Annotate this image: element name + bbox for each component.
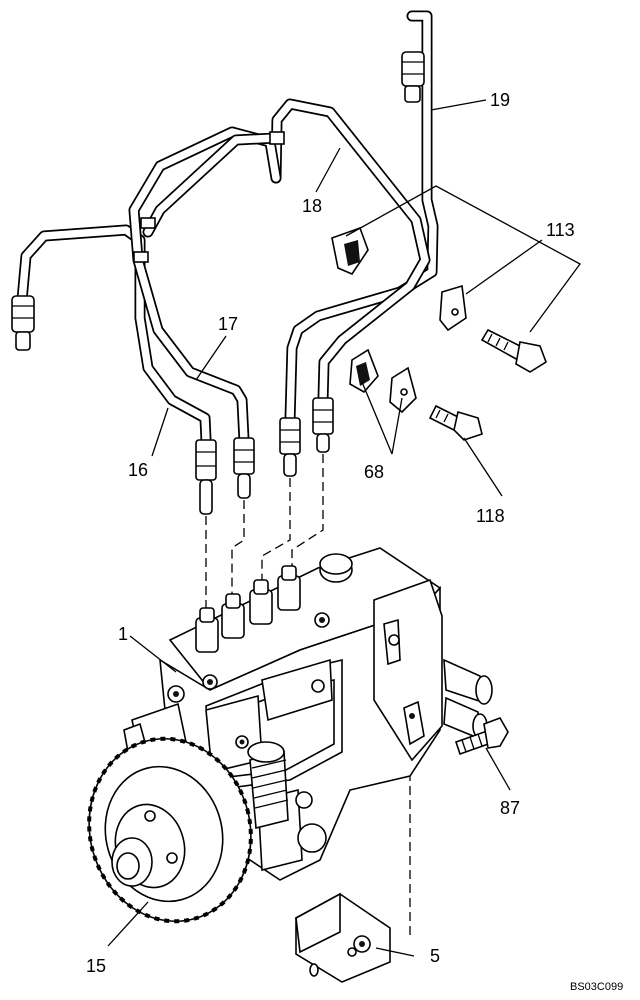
priming-pump: [247, 741, 289, 830]
callout-15: 15: [86, 956, 106, 976]
callout-5: 5: [430, 946, 440, 966]
callout-118: 118: [476, 506, 505, 526]
line-end-nipple: [404, 85, 421, 103]
clamp-113-assembly: [331, 226, 547, 373]
callout-labels: 19 18 113 17 16 68 118 1 87 15 5 BS03C09…: [86, 90, 623, 993]
clamp-bolt: [480, 328, 547, 373]
clamp-68-assembly: [349, 348, 483, 441]
lower-line-end-nuts: [195, 397, 334, 515]
line-end-nut: [401, 51, 425, 87]
pipe-clamp: [133, 251, 149, 263]
pipe-clamp: [140, 217, 156, 229]
injection-line-16: [16, 224, 212, 446]
callout-87: 87: [500, 798, 520, 818]
callout-19: 19: [490, 90, 510, 110]
clamp-bolt-118: [428, 404, 483, 441]
injection-line-bundle: [142, 132, 282, 238]
callout-68: 68: [364, 462, 384, 482]
callout-17: 17: [218, 314, 238, 334]
bolt-87: [454, 717, 509, 756]
image-code: BS03C099: [570, 981, 623, 993]
injection-lines: [11, 10, 439, 515]
bracket-5: [295, 892, 391, 983]
assembly-guide-lines: [205, 454, 411, 938]
leader-lines: [107, 99, 581, 957]
delivery-valve-holders: [195, 565, 301, 653]
pipe-clamp: [269, 131, 285, 145]
injection-line-17: [128, 126, 282, 446]
control-lever: [403, 700, 425, 746]
injection-line-18: [270, 98, 431, 406]
callout-18: 18: [302, 196, 322, 216]
callout-1: 1: [118, 624, 128, 644]
line-end-nut: [11, 295, 35, 333]
callout-16: 16: [128, 460, 148, 480]
drive-gear: [87, 736, 253, 924]
pipe-clamp-113: [439, 284, 467, 332]
callout-113: 113: [546, 220, 575, 240]
line-end-nipple: [15, 331, 31, 351]
